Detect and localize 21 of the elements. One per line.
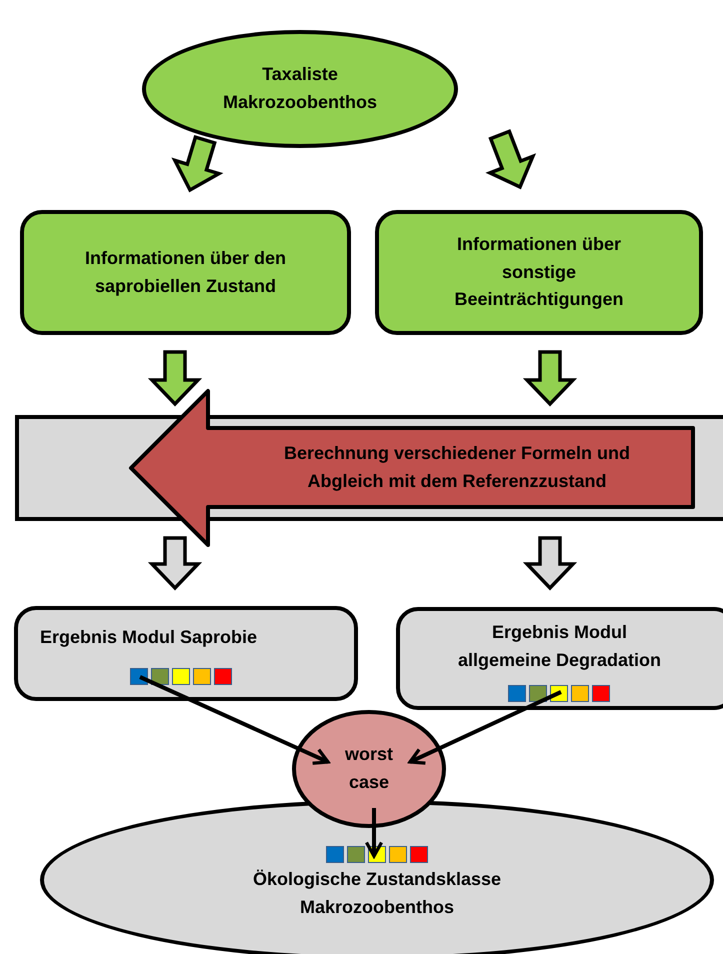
node-label: Ökologische Zustandsklasse Makrozoobenthos — [252, 868, 502, 919]
block-arrow — [148, 536, 202, 591]
node-label: Informationen über den saprobiellen Zustand — [84, 246, 287, 298]
process-label: Berechnung verschiedener Formeln und Abgleich mit dem Referenzzustand — [282, 442, 632, 493]
block-arrow — [148, 350, 202, 407]
process-box — [14, 606, 358, 701]
block-arrow — [522, 350, 578, 407]
process-box — [375, 210, 703, 335]
node-label: Ergebnis Modul Saprobie — [40, 626, 258, 649]
block-arrow — [522, 536, 578, 591]
node-label: worst case — [344, 743, 394, 794]
arrow — [408, 690, 562, 765]
block-arrow — [171, 134, 224, 192]
block-arrow — [485, 129, 536, 190]
node-label: Taxaliste Makrozoobenthos — [223, 63, 377, 114]
arrow — [364, 808, 384, 858]
arrow — [139, 675, 330, 765]
process-box — [20, 210, 351, 335]
node-label: Informationen über sonstige Beeinträchtigungen — [453, 232, 624, 312]
node-label: Ergebnis Modul allgemeine Degradation — [456, 621, 662, 672]
process-box — [396, 607, 723, 710]
